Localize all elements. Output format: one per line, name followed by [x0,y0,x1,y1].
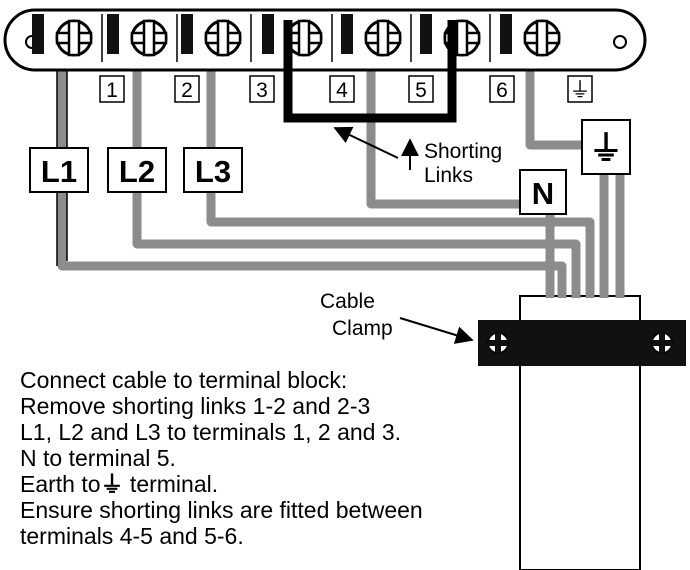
terminal-number-5: 5 [415,79,427,102]
cable-clamp-text-2: Clamp [332,317,393,340]
label-l2: L2 [119,154,155,189]
terminal-number-box [174,75,200,103]
terminal-block [3,8,647,72]
terminal-number-box [567,75,593,103]
wire-l3 [206,40,595,298]
earth-symbol-icon: ⏚ [589,130,623,168]
terminal-screw-icon [341,14,412,62]
terminal-number-6: 6 [496,79,508,102]
instructions: Connect cable to terminal block: Remove … [20,367,423,549]
wire-earth-lead [525,40,600,150]
instruction-line-6: Ensure shorting links are fitted between [20,497,423,523]
terminal-number-labels: 1 2 3 4 5 6 ⏚ [99,75,593,103]
label-l3: L3 [195,154,231,189]
terminal-number-4: 4 [336,79,348,102]
shorting-link-bar [283,20,457,123]
terminal-number-2: 2 [181,79,193,102]
terminal-screw-icon [32,14,103,62]
cable-clamp-text-1: Cable [320,290,375,313]
terminal-number-7: ⏚ [570,79,591,102]
terminal-number-box [489,75,515,103]
terminal-number-box [99,75,125,103]
clamp-arrow [399,317,474,344]
terminal-screw-icon [107,14,178,62]
instruction-line-3: L1, L2 and L3 to terminals 1, 2 and 3. [20,419,401,445]
instruction-line-4: N to terminal 5. [20,445,176,471]
clamp-screw-right-icon [651,332,673,354]
shorting-arrow-left [333,126,399,159]
shorting-links-text-2: Links [424,164,473,187]
label-neutral: N [532,176,554,211]
label-l1: L1 [41,154,77,189]
earth-inline-icon: ⏚ [101,471,124,497]
instruction-line-1: Connect cable to terminal block: [20,367,347,393]
terminal-number-1: 1 [106,79,118,102]
terminal-number-box [249,75,275,103]
instruction-line-5: Earth to⏚ terminal. [20,471,218,497]
terminal-screws [32,14,561,62]
mount-hole-right [613,35,627,49]
terminal-number-box [329,75,355,103]
terminal-screw-icon [181,14,252,62]
wire-l2 [132,40,581,298]
terminal-screw-icon [500,14,561,57]
instruction-line-2: Remove shorting links 1-2 and 2-3 [20,393,370,419]
instruction-line-7: terminals 4-5 and 5-6. [20,523,244,549]
terminal-number-box [408,75,434,103]
shorting-links-text-1: Shorting [424,140,502,163]
clamp-screw-left-icon [487,332,509,354]
terminal-number-3: 3 [256,79,268,102]
